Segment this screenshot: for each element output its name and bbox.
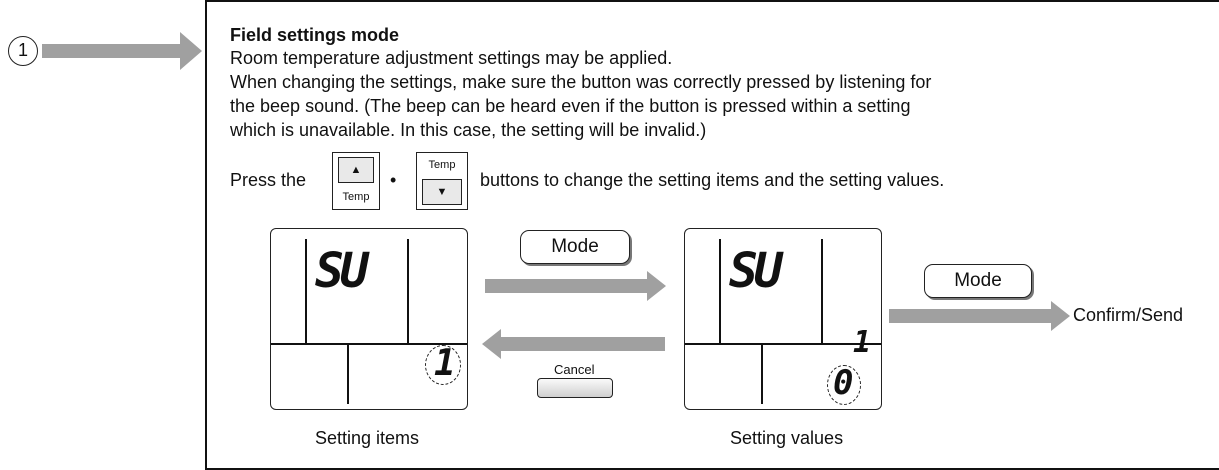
temp-down-label: Temp xyxy=(428,159,456,171)
description-line-1: Room temperature adjustment settings may… xyxy=(230,48,673,68)
mode-button-forward[interactable]: Mode xyxy=(520,230,630,264)
description-line-2: When changing the settings, make sure th… xyxy=(230,72,932,92)
highlight-circle xyxy=(827,365,861,405)
step-number-badge: 1 xyxy=(8,36,38,66)
bullet-separator: • xyxy=(390,170,397,190)
setting-code-display: SU xyxy=(315,243,369,299)
press-instruction-prefix: Press the xyxy=(230,170,307,190)
press-instruction-suffix: buttons to change the setting items and … xyxy=(480,170,945,190)
highlight-circle xyxy=(425,345,461,385)
cancel-label: Cancel xyxy=(554,362,595,377)
lcd-setting-items: SU 1 xyxy=(270,228,468,410)
description-line-4: which is unavailable. In this case, the … xyxy=(230,120,707,140)
temp-down-button[interactable]: Temp ▼ xyxy=(416,152,468,210)
back-arrow xyxy=(482,329,665,359)
step-pointer-arrow xyxy=(42,32,202,70)
forward-arrow xyxy=(485,271,666,301)
setting-code-display: SU xyxy=(729,243,783,299)
confirm-arrow xyxy=(889,301,1070,331)
confirm-send-label: Confirm/Send xyxy=(1073,305,1184,325)
lcd-setting-values: SU 1 0 xyxy=(684,228,882,410)
arrow-up-icon: ▲ xyxy=(338,157,374,183)
section-title: Field settings mode xyxy=(230,25,400,45)
mode-button-confirm[interactable]: Mode xyxy=(924,264,1032,298)
setting-value-upper: 1 xyxy=(853,325,872,360)
temp-up-button[interactable]: ▲ Temp xyxy=(332,152,380,210)
description-line-3: the beep sound. (The beep can be heard e… xyxy=(230,96,911,116)
temp-up-label: Temp xyxy=(342,191,370,203)
caption-setting-values: Setting values xyxy=(730,428,844,448)
instruction-frame xyxy=(205,0,1219,470)
cancel-button[interactable] xyxy=(537,378,613,398)
setting-value-lower: 0 xyxy=(833,363,854,403)
caption-setting-items: Setting items xyxy=(315,428,420,448)
arrow-down-icon: ▼ xyxy=(422,179,462,205)
setting-item-value: 1 xyxy=(434,343,456,384)
